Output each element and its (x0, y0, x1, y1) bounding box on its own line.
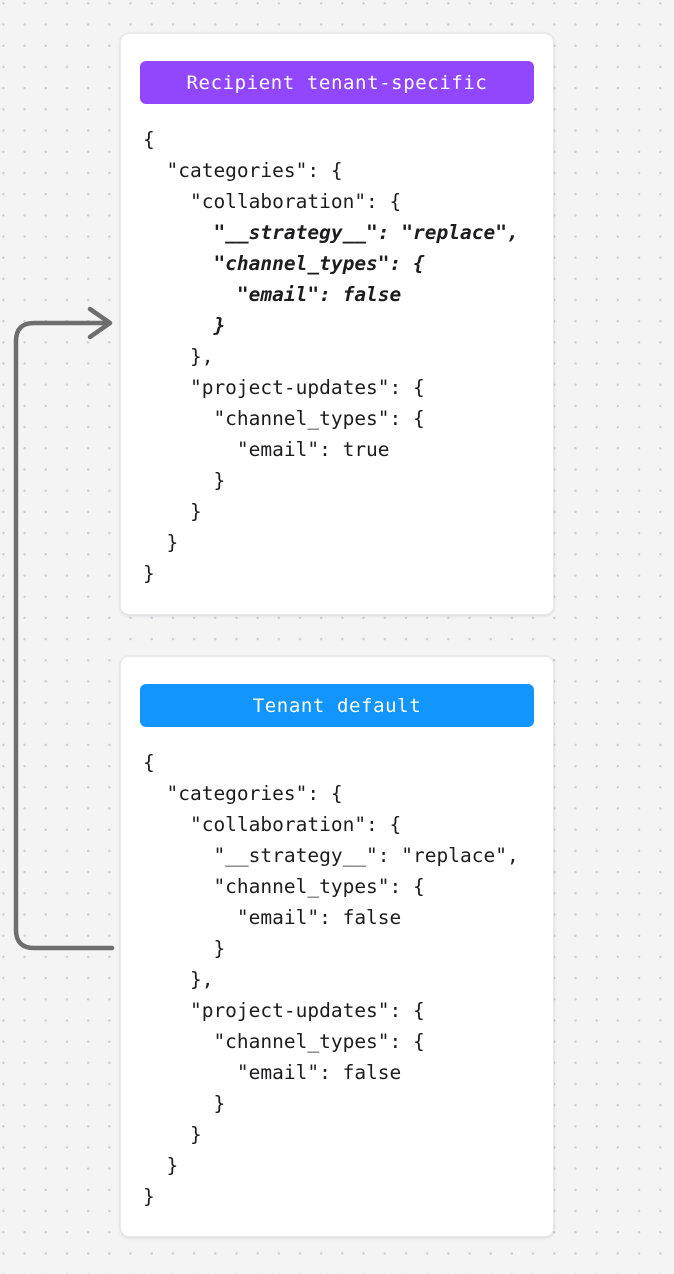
card-recipient-tenant-specific: Recipient tenant-specific { "categories"… (120, 33, 554, 615)
code-line: "channel_types": { (143, 407, 425, 430)
fallback-arrow (13, 306, 115, 951)
json-code-block-tenant-default: { "categories": { "collaboration": { "__… (140, 747, 534, 1212)
code-line: { (143, 751, 155, 774)
code-line: "collaboration": { (143, 190, 402, 213)
code-line: } (143, 1154, 179, 1177)
card-tenant-default: Tenant default { "categories": { "collab… (120, 656, 554, 1237)
card-header-label: Tenant default (252, 694, 422, 717)
code-line: } (143, 1123, 202, 1146)
json-code-block-recipient: { "categories": { "collaboration": { "__… (140, 124, 534, 589)
code-line: "channel_types": { (143, 875, 425, 898)
arrowhead-icon (87, 306, 113, 340)
card-header-label: Recipient tenant-specific (186, 71, 488, 94)
code-line: } (143, 1185, 155, 1208)
code-line: } (143, 469, 226, 492)
code-line: "channel_types": { (143, 252, 425, 275)
code-line: "email": false (143, 283, 402, 306)
code-line: "email": false (143, 1061, 402, 1084)
code-line: }, (143, 968, 214, 991)
code-line: "__strategy__": "replace", (143, 221, 519, 244)
code-line: "email": false (143, 906, 402, 929)
code-line: "categories": { (143, 159, 343, 182)
code-line: } (143, 531, 179, 554)
code-line: "project-updates": { (143, 999, 425, 1022)
fallback-arrow-path (13, 320, 115, 951)
code-line: "collaboration": { (143, 813, 402, 836)
code-line: "project-updates": { (143, 376, 425, 399)
code-line: { (143, 128, 155, 151)
code-line: } (143, 1092, 226, 1115)
code-line: "categories": { (143, 782, 343, 805)
code-line: "__strategy__": "replace", (143, 844, 519, 867)
code-line: "channel_types": { (143, 1030, 425, 1053)
code-line: "email": true (143, 438, 390, 461)
card-header-recipient-tenant-specific: Recipient tenant-specific (140, 61, 534, 104)
code-line: } (143, 500, 202, 523)
code-line: } (143, 937, 226, 960)
code-line: } (143, 562, 155, 585)
card-header-tenant-default: Tenant default (140, 684, 534, 727)
code-line: }, (143, 345, 214, 368)
code-line: } (143, 314, 226, 337)
